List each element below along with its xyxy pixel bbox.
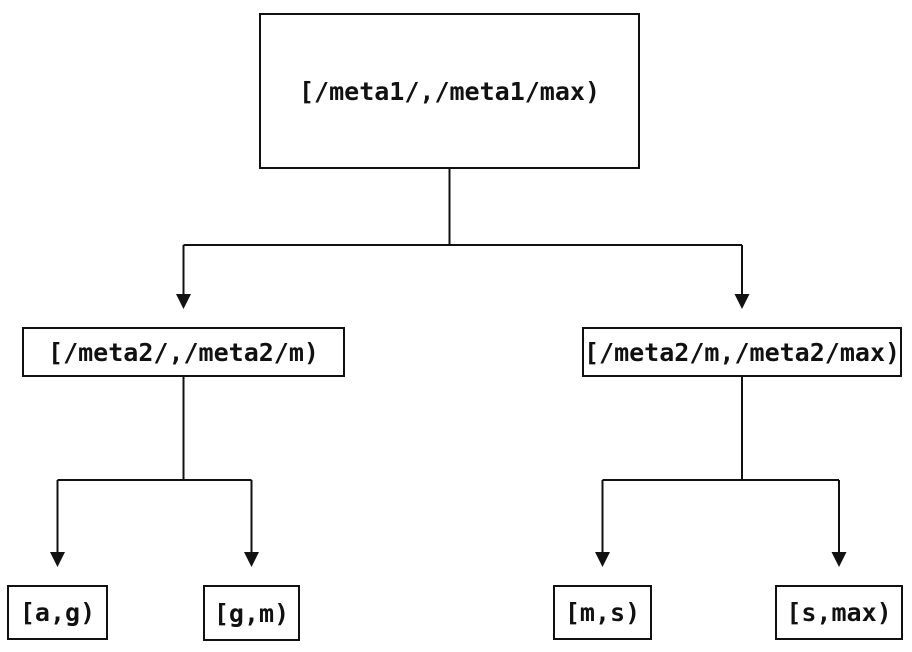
tree-leaf-ms: [m,s) [553,585,652,640]
arrow-down-icon [831,552,847,567]
tree-leaf-smax: [s,max) [775,585,903,640]
arrow-down-icon [176,294,191,309]
tree-node-label: [s,max) [786,598,892,627]
tree-node-label: [/meta1/,/meta1/max) [298,76,601,106]
tree-node-label: [g,m) [213,598,290,628]
tree-node-label: [m,s) [564,598,641,627]
tree-node-label: [/meta2/,/meta2/m) [48,337,319,367]
connector-right-branch [601,377,840,553]
tree-node-meta2-right: [/meta2/m,/meta2/max) [582,327,902,377]
arrow-down-icon [244,552,259,567]
tree-leaf-gm: [g,m) [203,585,300,641]
tree-node-root: [/meta1/,/meta1/max) [259,13,640,169]
tree-leaf-ag: [a,g) [7,585,108,640]
connector-root-branch [182,169,743,295]
arrow-down-icon [50,552,65,567]
connector-left-branch [56,377,253,553]
tree-node-meta2-left: [/meta2/,/meta2/m) [22,327,345,377]
arrow-down-icon [734,294,750,309]
tree-node-label: [a,g) [19,598,96,627]
tree-node-label: [/meta2/m,/meta2/max) [583,337,901,367]
arrow-down-icon [595,552,610,567]
